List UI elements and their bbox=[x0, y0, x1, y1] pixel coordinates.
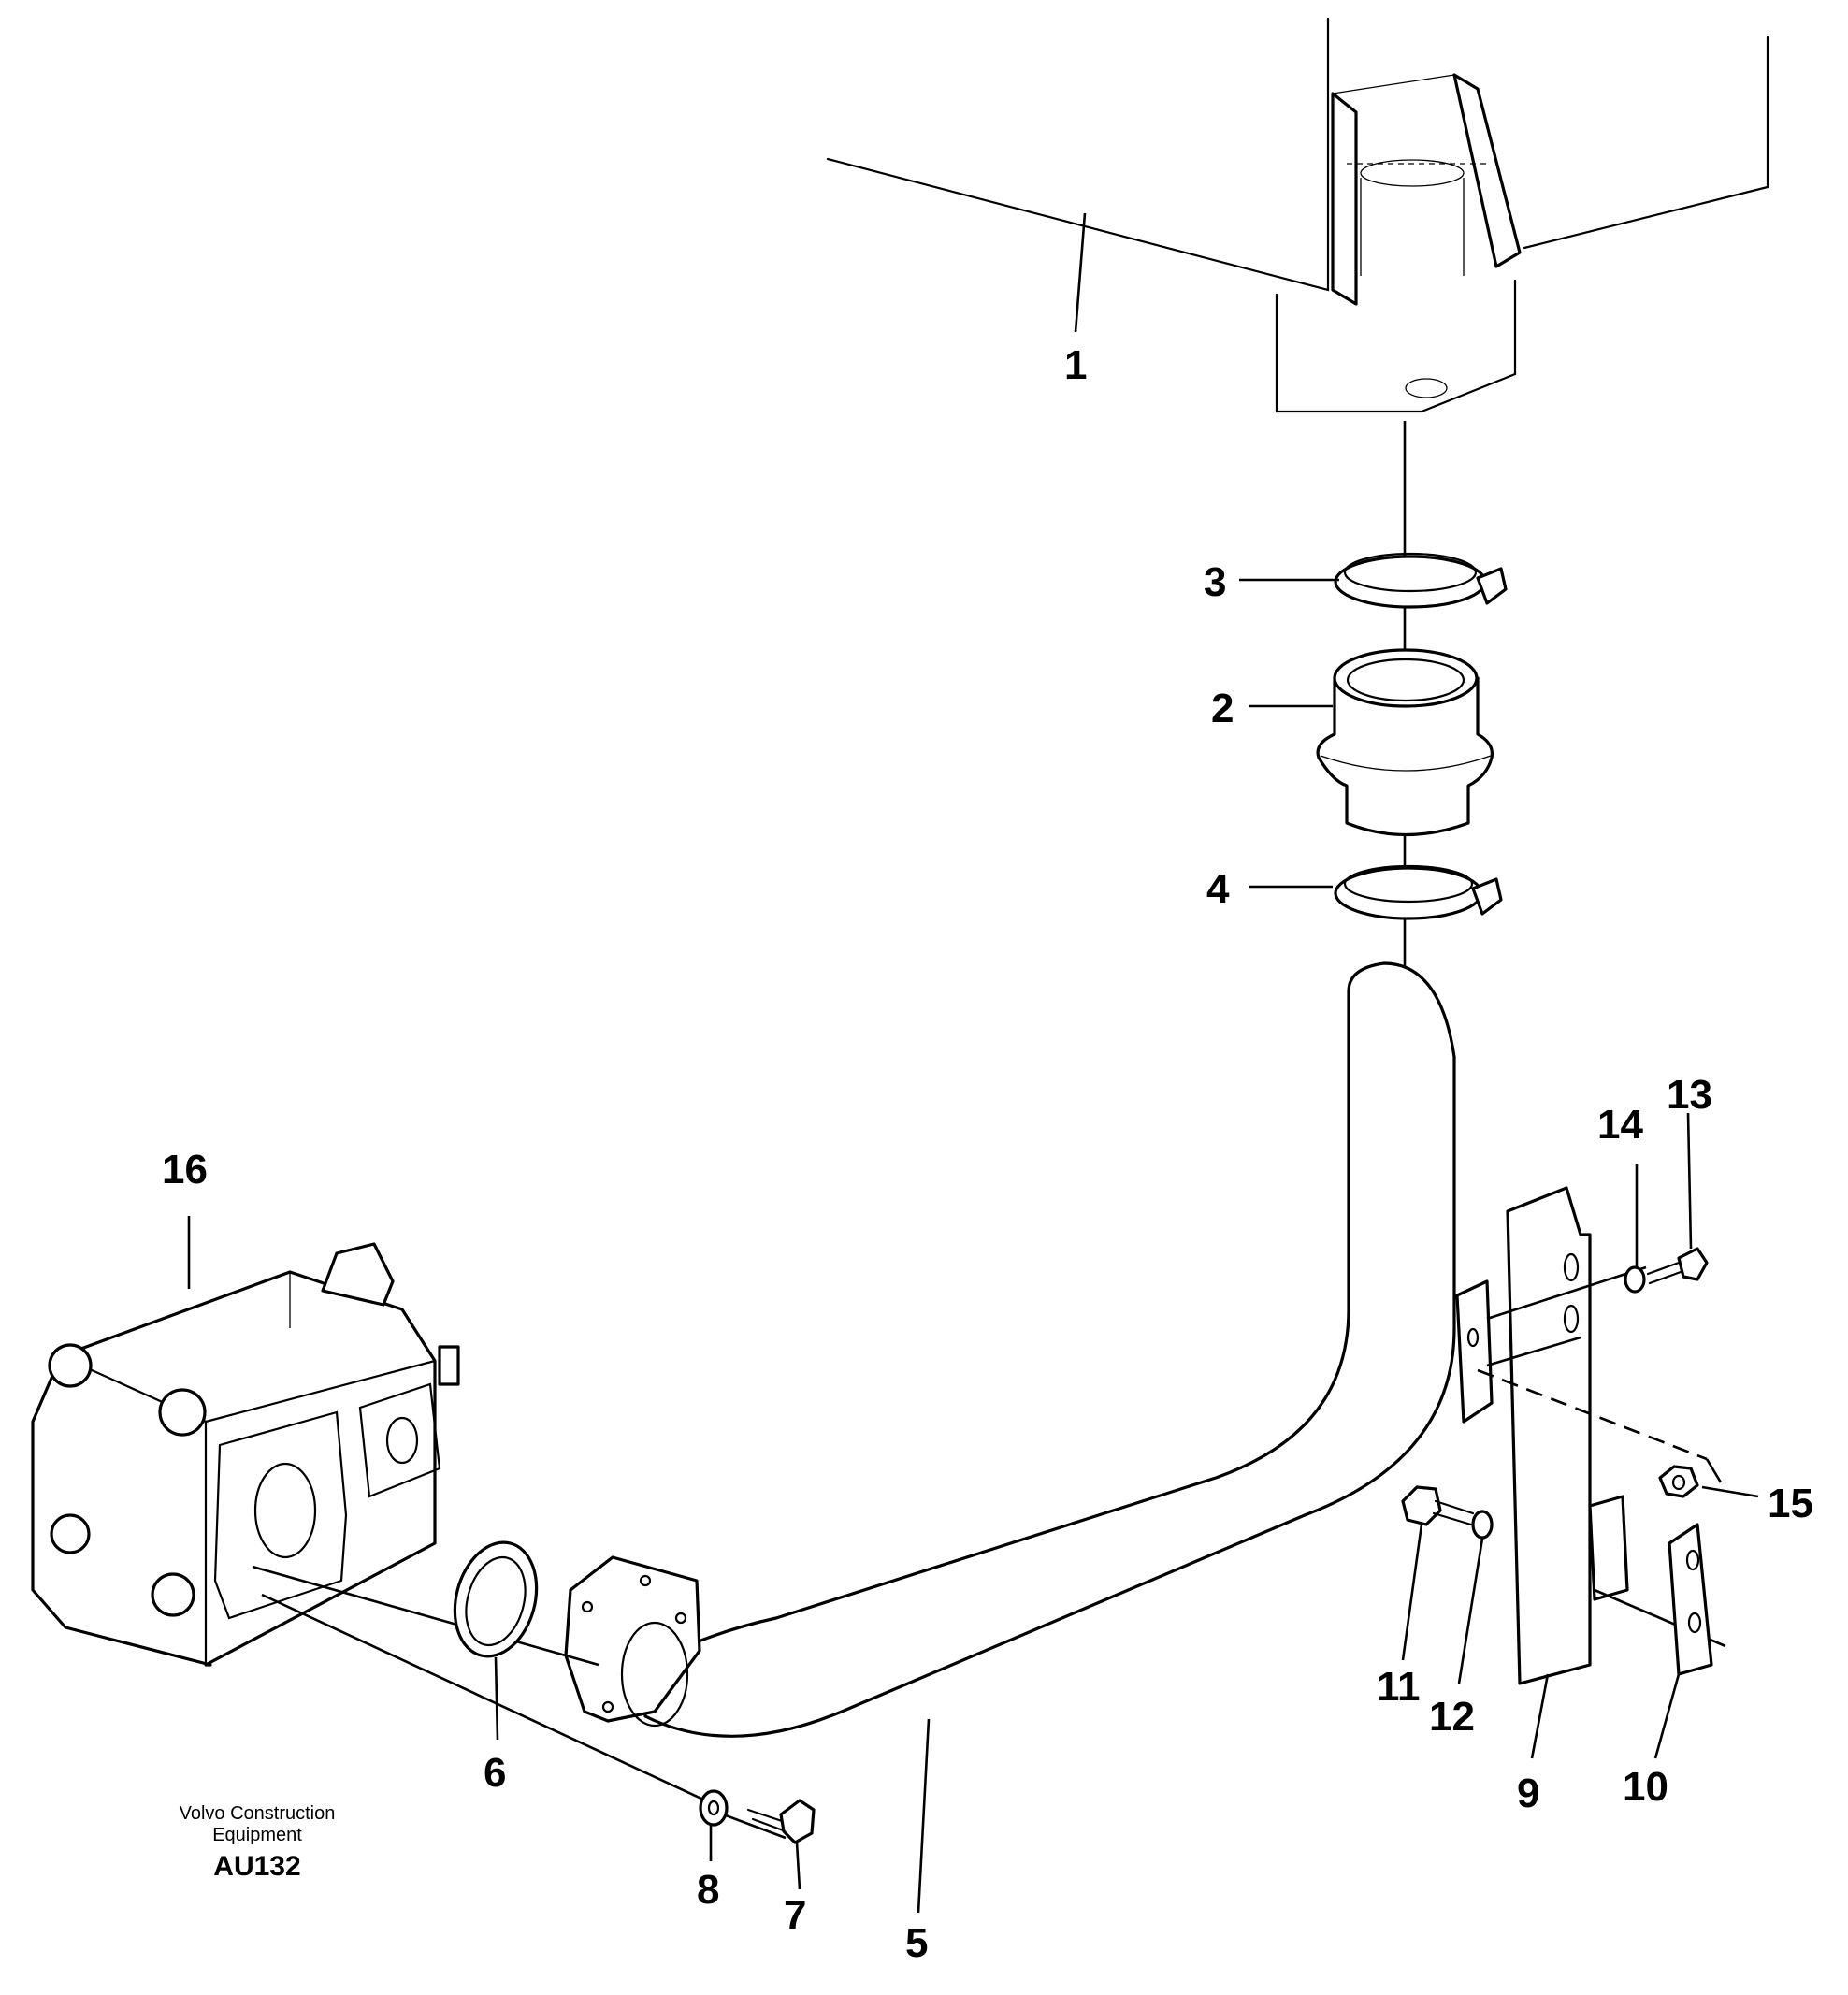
callout-6: 6 bbox=[484, 1750, 506, 1796]
caption-block: Volvo Construction Equipment AU132 bbox=[180, 1803, 336, 1882]
part-14-washer bbox=[1624, 1265, 1646, 1294]
part-15-nut bbox=[1658, 1465, 1699, 1498]
part-16-hydraulic-pump bbox=[31, 1242, 460, 1667]
callout-2: 2 bbox=[1211, 686, 1234, 731]
caption-company-line2: Equipment bbox=[212, 1825, 302, 1845]
part-8-washer bbox=[699, 1789, 729, 1827]
part-7-bolt bbox=[746, 1799, 816, 1844]
part-2-hose-sleeve bbox=[1316, 648, 1494, 837]
part-6-gasket bbox=[453, 1540, 539, 1658]
part-10-plate bbox=[1668, 1523, 1713, 1676]
part-12-washer bbox=[1471, 1510, 1494, 1540]
callout-3: 3 bbox=[1204, 559, 1226, 605]
callout-14: 14 bbox=[1597, 1102, 1643, 1148]
part-13-bolt bbox=[1646, 1247, 1709, 1285]
caption-company: Volvo Construction bbox=[180, 1803, 336, 1824]
part-1-tank bbox=[826, 17, 1769, 413]
callout-13: 13 bbox=[1667, 1072, 1712, 1118]
callout-9: 9 bbox=[1517, 1771, 1539, 1816]
callout-1: 1 bbox=[1064, 342, 1087, 388]
callout-7: 7 bbox=[784, 1892, 806, 1938]
callout-15: 15 bbox=[1768, 1481, 1813, 1526]
callout-16: 16 bbox=[162, 1147, 208, 1193]
callout-11: 11 bbox=[1377, 1664, 1421, 1710]
part-11-bolt bbox=[1401, 1485, 1475, 1526]
caption-figure-code: AU132 bbox=[213, 1851, 300, 1882]
part-4-hose-clamp bbox=[1334, 864, 1503, 920]
callout-8: 8 bbox=[697, 1867, 719, 1913]
callout-12: 12 bbox=[1429, 1694, 1475, 1740]
callout-5: 5 bbox=[905, 1920, 928, 1966]
callout-10: 10 bbox=[1623, 1764, 1668, 1810]
part-5-suction-pipe bbox=[564, 961, 1456, 1738]
part-9-bracket bbox=[1455, 1186, 1629, 1685]
callout-4: 4 bbox=[1206, 866, 1230, 912]
part-3-hose-clamp bbox=[1334, 552, 1508, 609]
